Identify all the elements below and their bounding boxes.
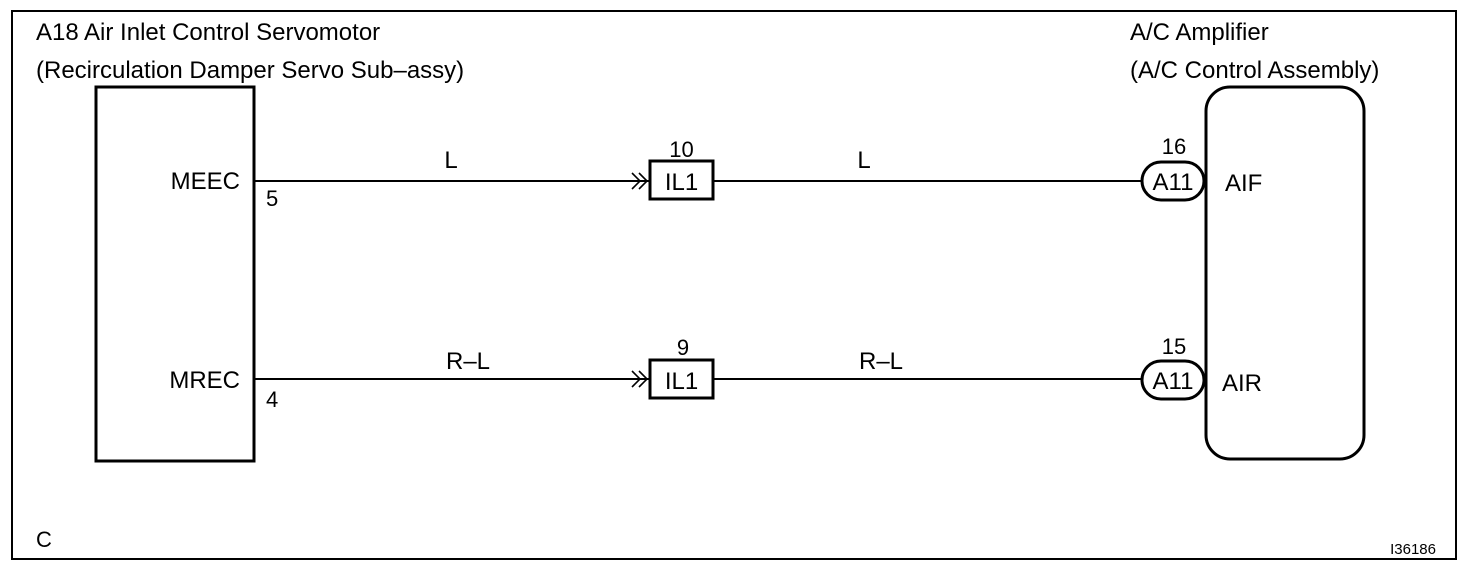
amplifier-connector-id: A11 [1153,169,1194,196]
wire-color-label: L [444,147,457,174]
junction-connector-box [648,159,715,201]
right-terminal-name: AIR [1222,370,1262,397]
corner-label: C [36,527,52,552]
left-pin: 5 [266,186,278,211]
wire-color-label: R–L [446,348,490,375]
junction-connector-pin: 9 [677,335,689,360]
amplifier-connector-pin: 16 [1162,134,1186,159]
right-component-title-line2: (A/C Control Assembly) [1130,57,1379,84]
left-terminal-name: MREC [169,367,240,394]
junction-connector-pin: 10 [669,137,693,162]
connector-chevron-icon [631,172,649,190]
amplifier-connector-id: A11 [1153,368,1194,395]
circuit-mrec: MREC 4 R–L IL1 9 R–L A11 15 AIR [169,334,1262,412]
right-terminal-name: AIF [1225,170,1262,197]
left-pin: 4 [266,387,278,412]
wire-color-label: L [857,147,870,174]
amplifier-connector-pin: 15 [1162,334,1186,359]
ac-amplifier-box [1204,85,1366,461]
left-terminal-name: MEEC [171,168,240,195]
left-component-title-line2: (Recirculation Damper Servo Sub–assy) [36,57,464,84]
amplifier-connector-oval [1140,359,1206,401]
figure-id: I36186 [1390,541,1436,558]
right-component-title-line1: A/C Amplifier [1130,19,1269,46]
junction-connector-id: IL1 [665,169,698,196]
connector-chevron-icon [631,370,649,388]
junction-connector-box [648,358,715,400]
diagram-frame [11,10,1457,560]
left-component-title-line1: A18 Air Inlet Control Servomotor [36,19,380,46]
junction-connector-id: IL1 [665,368,698,395]
servomotor-box [94,85,256,463]
circuit-meec: MEEC 5 L IL1 10 L A11 16 AIF [171,134,1263,211]
amplifier-connector-oval [1140,160,1206,202]
wire-color-label: R–L [859,348,903,375]
